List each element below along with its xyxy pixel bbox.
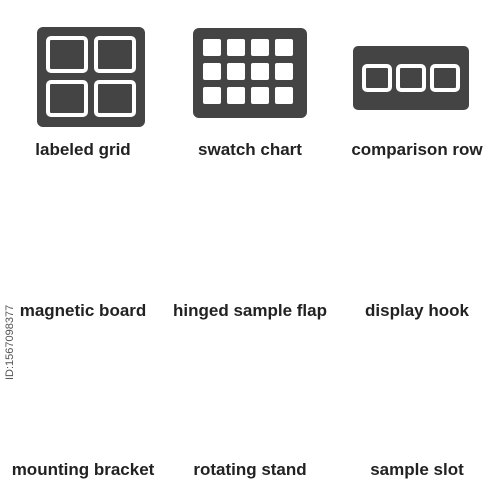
caption-display-hook: display hook (365, 301, 469, 320)
caption-labeled-grid: labeled grid (35, 140, 131, 159)
hinged-sample-flap-tile: hinged sample flap (167, 0, 333, 320)
caption-mounting-bracket: mounting bracket (11, 460, 155, 479)
comparison-row-icon (353, 46, 469, 110)
labeled-grid-tile: labeled grid (0, 0, 166, 166)
caption-rotating-stand: rotating stand (193, 460, 307, 479)
caption-hinged-sample-flap: hinged sample flap (173, 301, 327, 320)
side-id-text: ID:1567098377 (4, 304, 16, 380)
sample-slot-tile: sample slot (334, 0, 500, 479)
caption-swatch-chart: swatch chart (198, 140, 302, 159)
labeled-grid-icon (37, 27, 145, 127)
rotating-stand-tile: rotating stand (167, 0, 333, 479)
mounting-bracket-tile: mounting bracket (0, 0, 166, 479)
comparison-row-tile: comparison row (334, 0, 500, 166)
display-hook-tile: display hook (334, 0, 500, 320)
mounting-bracket-icon (0, 0, 166, 166)
rotating-stand-icon (167, 0, 333, 166)
caption-comparison-row: comparison row (351, 140, 483, 159)
caption-sample-slot: sample slot (370, 460, 464, 479)
swatch-chart-tile: swatch chart (167, 0, 333, 166)
sample-slot-icon (334, 0, 500, 166)
magnetic-board-tile: magnetic board (0, 0, 166, 320)
swatch-chart-icon (193, 28, 307, 118)
caption-magnetic-board: magnetic board (19, 301, 147, 320)
